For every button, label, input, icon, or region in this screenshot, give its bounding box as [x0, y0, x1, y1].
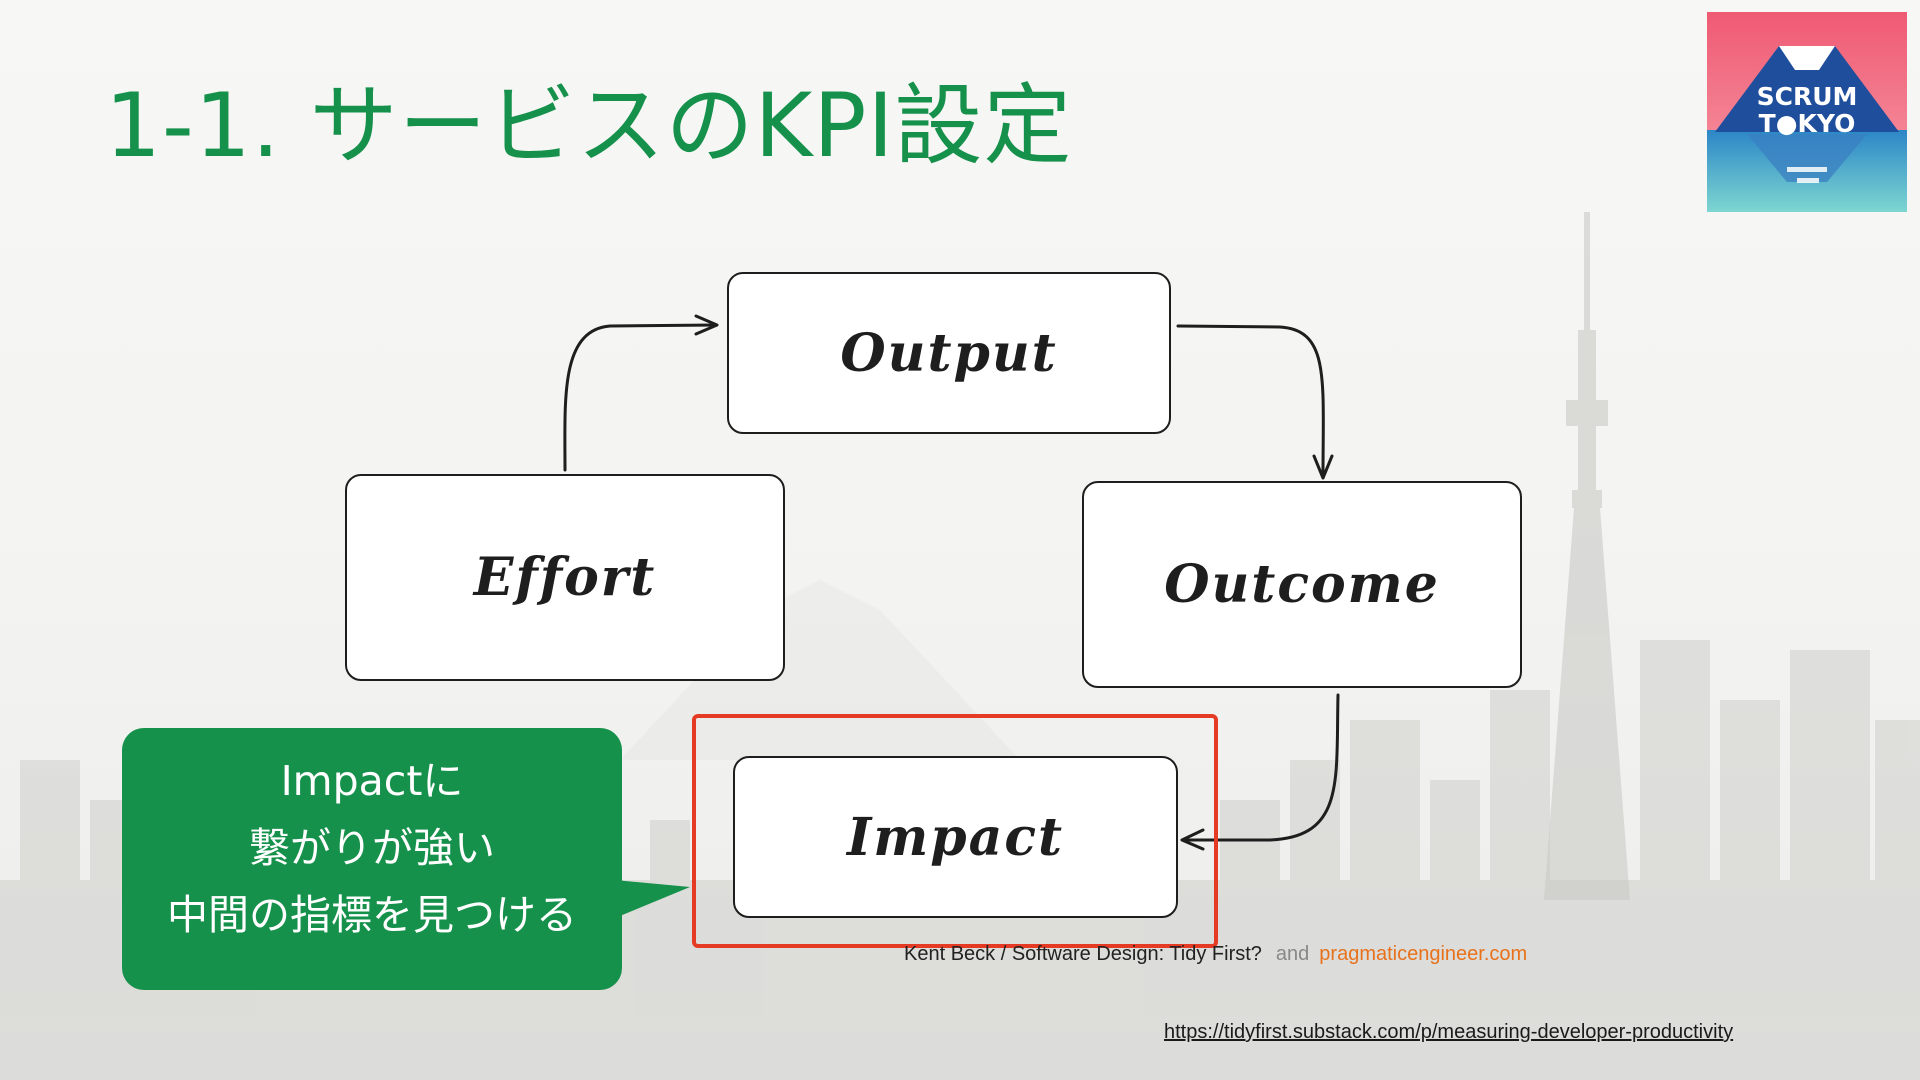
arrow-outcome-to-impact	[1181, 693, 1340, 842]
scrum-tokyo-logo: SCRUM T●KYO	[1707, 12, 1907, 212]
logo-text-line2: T●KYO	[1758, 109, 1856, 138]
node-output: Output	[727, 272, 1171, 434]
node-effort: Effort	[345, 474, 785, 681]
node-impact: Impact	[733, 756, 1178, 918]
impact-highlight-frame	[692, 714, 1218, 948]
citation-source-2: pragmaticengineer.com	[1319, 943, 1528, 965]
callout-box: Impactに 繋がりが強い 中間の指標を見つける	[122, 728, 622, 990]
citation-source-1: Kent Beck / Software Design: Tidy First?	[904, 943, 1262, 965]
arrow-effort-to-output	[563, 323, 718, 472]
citation-conjunction: and	[1275, 943, 1310, 965]
arrowhead-outcome	[1312, 454, 1334, 480]
arrowhead-output	[694, 314, 719, 336]
callout-line-3: 中間の指標を見つける	[167, 891, 577, 939]
arrowhead-impact	[1180, 828, 1205, 851]
callout-line-1: Impactに	[280, 757, 464, 805]
callout-pointer	[615, 880, 690, 918]
logo-text-line1: SCRUM	[1756, 82, 1858, 111]
citation: Kent Beck / Software Design: Tidy First?…	[904, 943, 1527, 966]
node-outcome: Outcome	[1082, 481, 1522, 688]
arrow-output-to-outcome	[1176, 324, 1325, 478]
callout-line-2: 繋がりが強い	[249, 824, 495, 872]
mount-fuji-icon	[1707, 12, 1907, 212]
reference-url-link[interactable]: https://tidyfirst.substack.com/p/measuri…	[1164, 1021, 1734, 1043]
slide-title: 1-1. サービスのKPI設定	[105, 74, 1073, 177]
